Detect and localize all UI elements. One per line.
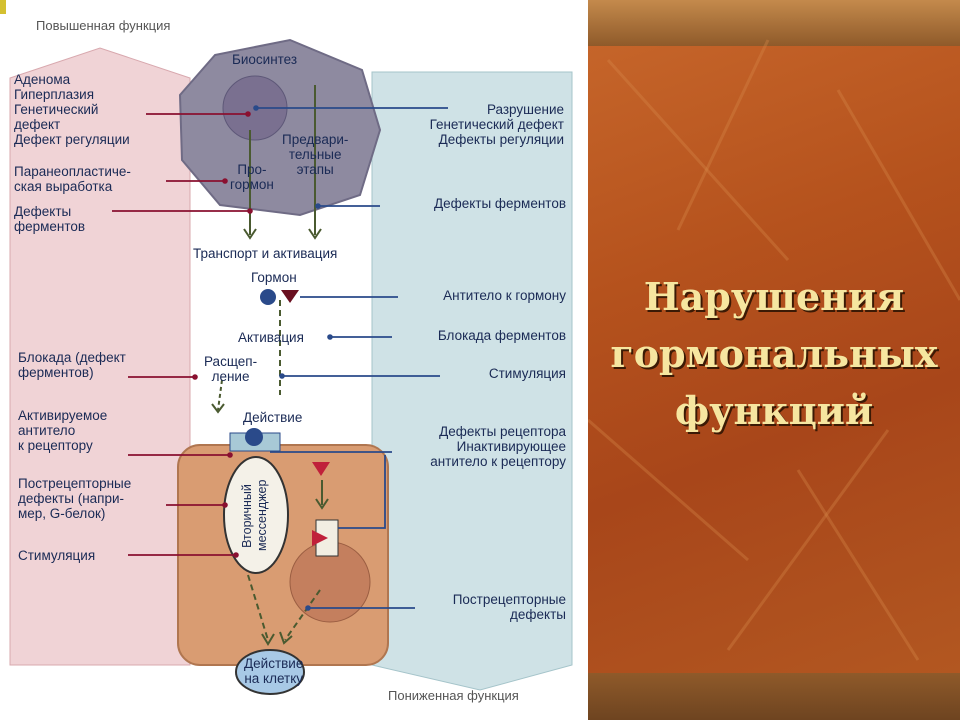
left-label-adenoma: Аденома Гиперплазия Генетический дефект … bbox=[14, 72, 130, 147]
second-messenger-oval bbox=[223, 456, 289, 574]
left-label-paraneoplastic: Паранеопластиче- ская выработка bbox=[14, 164, 131, 194]
ligand-triangle bbox=[312, 530, 328, 546]
prohormone-label: Про- гормон bbox=[230, 162, 274, 192]
slide-title-line-3: функций bbox=[674, 388, 874, 433]
right-connectors bbox=[256, 107, 448, 609]
right-label-enzyme-defects: Дефекты ферментов bbox=[433, 196, 566, 211]
right-label-destruction: Разрушение Генетический дефект Дефекты р… bbox=[429, 102, 564, 147]
left-label-enzyme-defects: Дефекты ферментов bbox=[14, 204, 86, 234]
left-connectors bbox=[112, 113, 250, 556]
bound-hormone bbox=[245, 428, 263, 446]
cleavage-label: Расщеп- ление bbox=[204, 354, 258, 384]
hormone-dot bbox=[260, 289, 276, 305]
cell-action-oval bbox=[235, 649, 305, 695]
left-label-postreceptor: Пострецепторные дефекты (напри- мер, G-б… bbox=[18, 476, 132, 521]
increased-function-band bbox=[9, 47, 191, 666]
title-panel-texture bbox=[588, 39, 960, 661]
slide-title-line-2: гормональных bbox=[610, 331, 938, 376]
slide-title-line-1: Нарушения bbox=[643, 274, 905, 319]
right-label-hormone-antibody: Антитело к гормону bbox=[443, 288, 566, 303]
left-label-blockade: Блокада (дефект ферментов) bbox=[18, 350, 126, 380]
activation-label: Активация bbox=[238, 330, 304, 345]
preliminary-steps-label: Предвари- тельные этапы bbox=[282, 132, 349, 177]
left-label-stimulation: Стимуляция bbox=[18, 548, 96, 563]
pathway-arrows bbox=[211, 85, 329, 646]
left-label-activating-antibody: Активируемое антитело к рецептору bbox=[18, 408, 108, 453]
action-label: Действие bbox=[243, 410, 303, 425]
biosynthesis-label: Биосинтез bbox=[232, 52, 298, 67]
inhibitor-triangle bbox=[312, 462, 330, 476]
decreased-function-label: Пониженная функция bbox=[388, 688, 519, 703]
transport-label: Транспорт и активация bbox=[193, 246, 338, 261]
antibody-triangle bbox=[281, 290, 299, 303]
increased-function-label: Повышенная функция bbox=[36, 18, 171, 33]
cell-action-label: Действие на клетку bbox=[244, 656, 304, 686]
title-panel: Нарушения гормональных функций bbox=[588, 0, 960, 720]
title-panel-bottom-bar bbox=[588, 673, 960, 720]
hormone-disorders-diagram bbox=[0, 0, 573, 695]
left-connector-dots bbox=[192, 111, 253, 558]
slide-title: Нарушения гормональных функций bbox=[588, 268, 960, 439]
right-label-stimulation: Стимуляция bbox=[488, 366, 566, 381]
corner-mark bbox=[0, 0, 6, 14]
right-connector-dots bbox=[253, 105, 333, 611]
right-label-postreceptor: Пострецепторные дефекты bbox=[452, 592, 566, 622]
title-panel-top-bar bbox=[588, 0, 960, 46]
second-messenger-label: Вторичный мессенджер bbox=[240, 479, 269, 551]
right-label-enzyme-blockade: Блокада ферментов bbox=[437, 328, 566, 343]
right-label-receptor-defects: Дефекты рецептора Инактивирующее антител… bbox=[430, 424, 566, 469]
hormone-label: Гормон bbox=[251, 270, 297, 285]
diagram-panel: Повышенная функция Пониженная функция Би… bbox=[0, 0, 573, 703]
